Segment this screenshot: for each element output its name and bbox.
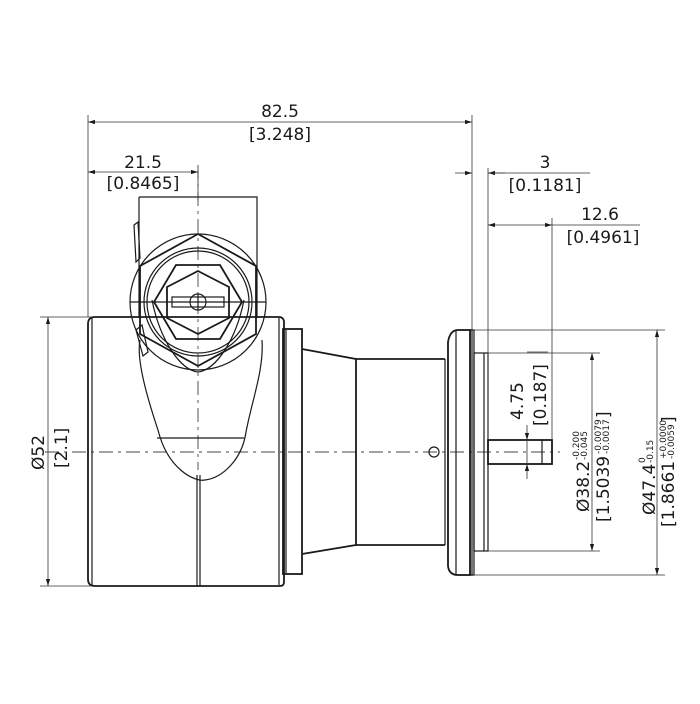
overall-length-inch: [3.248] — [249, 125, 311, 145]
dim-pilot-diameter: Ø38.2 -0.200 -0.045 [1.5039 -0.0079 -0.0… — [488, 352, 614, 552]
shaft-radius-mm: 4.75 — [508, 382, 528, 420]
set-screw-hole — [428, 446, 440, 458]
dim-shaft-length: 12.6 [0.4961] — [488, 205, 640, 440]
pilot-inch-close: ] — [594, 411, 614, 418]
pilot-inch-tol-lower: -0.0017 — [602, 419, 612, 454]
dim-flange-thickness: 3 [0.1181] — [455, 153, 590, 440]
tapered-neck — [301, 348, 449, 555]
front-flange — [447, 329, 475, 576]
body-cylinder — [87, 316, 285, 587]
shaft-length-inch: [0.4961] — [567, 228, 640, 248]
flange-diameter-mm: Ø47.4 — [640, 464, 660, 515]
pilot-inch-tol-upper: -0.0079 — [594, 419, 604, 454]
flange-inch-tol-lower: -0.0059 — [667, 424, 677, 459]
connector-housing — [129, 196, 267, 481]
connector-offset-inch: [0.8465] — [107, 174, 180, 194]
dim-body-diameter: Ø52 [2.1] — [29, 316, 92, 587]
pilot-diameter-mm: Ø38.2 — [574, 461, 594, 512]
pilot-tol-lower: -0.045 — [580, 431, 590, 460]
connector-offset-mm: 21.5 — [124, 153, 162, 173]
rear-ring — [282, 328, 303, 575]
flange-thickness-mm: 3 — [540, 153, 551, 173]
dim-overall-length: 82.5 [3.248] — [87, 102, 473, 330]
flange-tol-lower: -0.15 — [646, 440, 656, 463]
body-diameter-mm: Ø52 — [29, 435, 49, 470]
pilot-tol-upper: -0.200 — [572, 431, 582, 460]
dim-shaft-radius: 4.75 [0.187] — [508, 351, 551, 479]
flange-inch-close: ] — [659, 416, 679, 423]
shaft-length-mm: 12.6 — [581, 205, 619, 225]
flange-inch-tol-upper: +0.0000 — [659, 420, 669, 459]
flange-tol-upper: 0 — [638, 457, 648, 463]
body-diameter-inch: [2.1] — [52, 428, 72, 468]
overall-length-mm: 82.5 — [261, 102, 299, 122]
pilot-diameter-inch: [1.5039 — [594, 456, 614, 522]
shaft — [487, 439, 553, 465]
flange-thickness-inch: [0.1181] — [509, 176, 582, 196]
flange-diameter-inch: [1.8661 — [659, 461, 679, 527]
dim-flange-diameter: Ø47.4 0 -0.15 [1.8661 +0.0000 -0.0059 ] — [474, 329, 679, 576]
dim-connector-offset: 21.5 [0.8465] — [88, 153, 199, 200]
shaft-radius-inch: [0.187] — [531, 364, 551, 426]
